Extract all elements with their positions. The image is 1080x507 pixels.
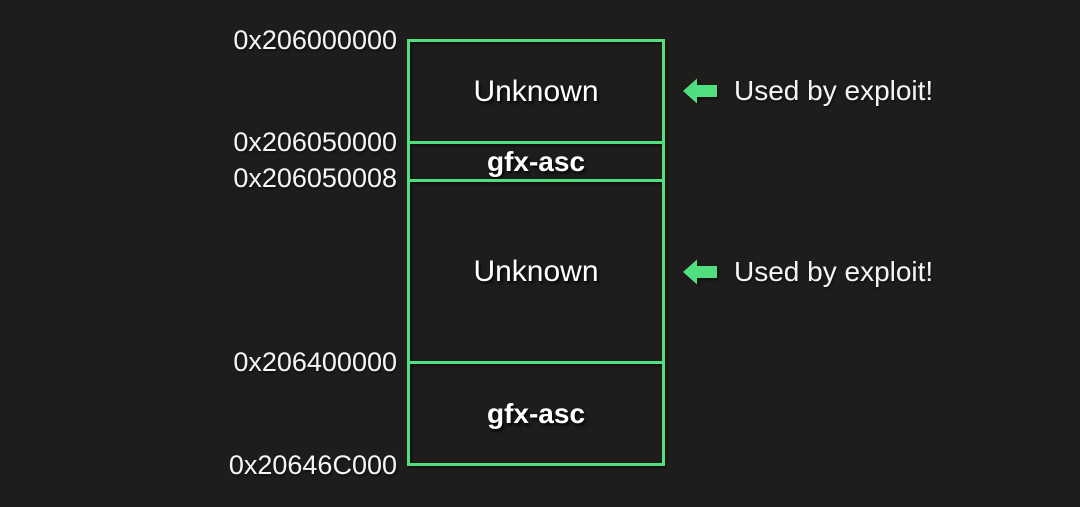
memory-region-unknown-top: Unknown (410, 42, 662, 141)
memory-region-unknown-middle: Unknown (410, 179, 662, 361)
annotation-text: Used by exploit! (734, 75, 934, 106)
address-label-0x206000000: 0x206000000 (233, 25, 397, 55)
region-label: Unknown (473, 254, 599, 288)
address-label-0x206400000: 0x206400000 (233, 347, 397, 377)
address-label-0x206050008: 0x206050008 (233, 163, 397, 193)
annotation-used-by-exploit-2: Used by exploit! (683, 252, 933, 292)
region-label: Unknown (473, 74, 599, 108)
region-label: gfx-asc (486, 397, 586, 429)
annotation-text: Used by exploit! (734, 256, 934, 287)
left-arrow-icon (683, 259, 717, 285)
region-label: gfx-asc (486, 145, 586, 177)
address-label-0x20646C000: 0x20646C000 (228, 450, 397, 480)
address-label-0x206050000: 0x206050000 (233, 127, 397, 157)
left-arrow-icon (683, 78, 717, 104)
memory-region-gfx-asc-small: gfx-asc (410, 141, 662, 179)
annotation-used-by-exploit-1: Used by exploit! (683, 71, 933, 111)
memory-region-gfx-asc-bottom: gfx-asc (410, 361, 662, 463)
memory-column: Unknown gfx-asc Unknown gfx-asc (407, 39, 665, 466)
